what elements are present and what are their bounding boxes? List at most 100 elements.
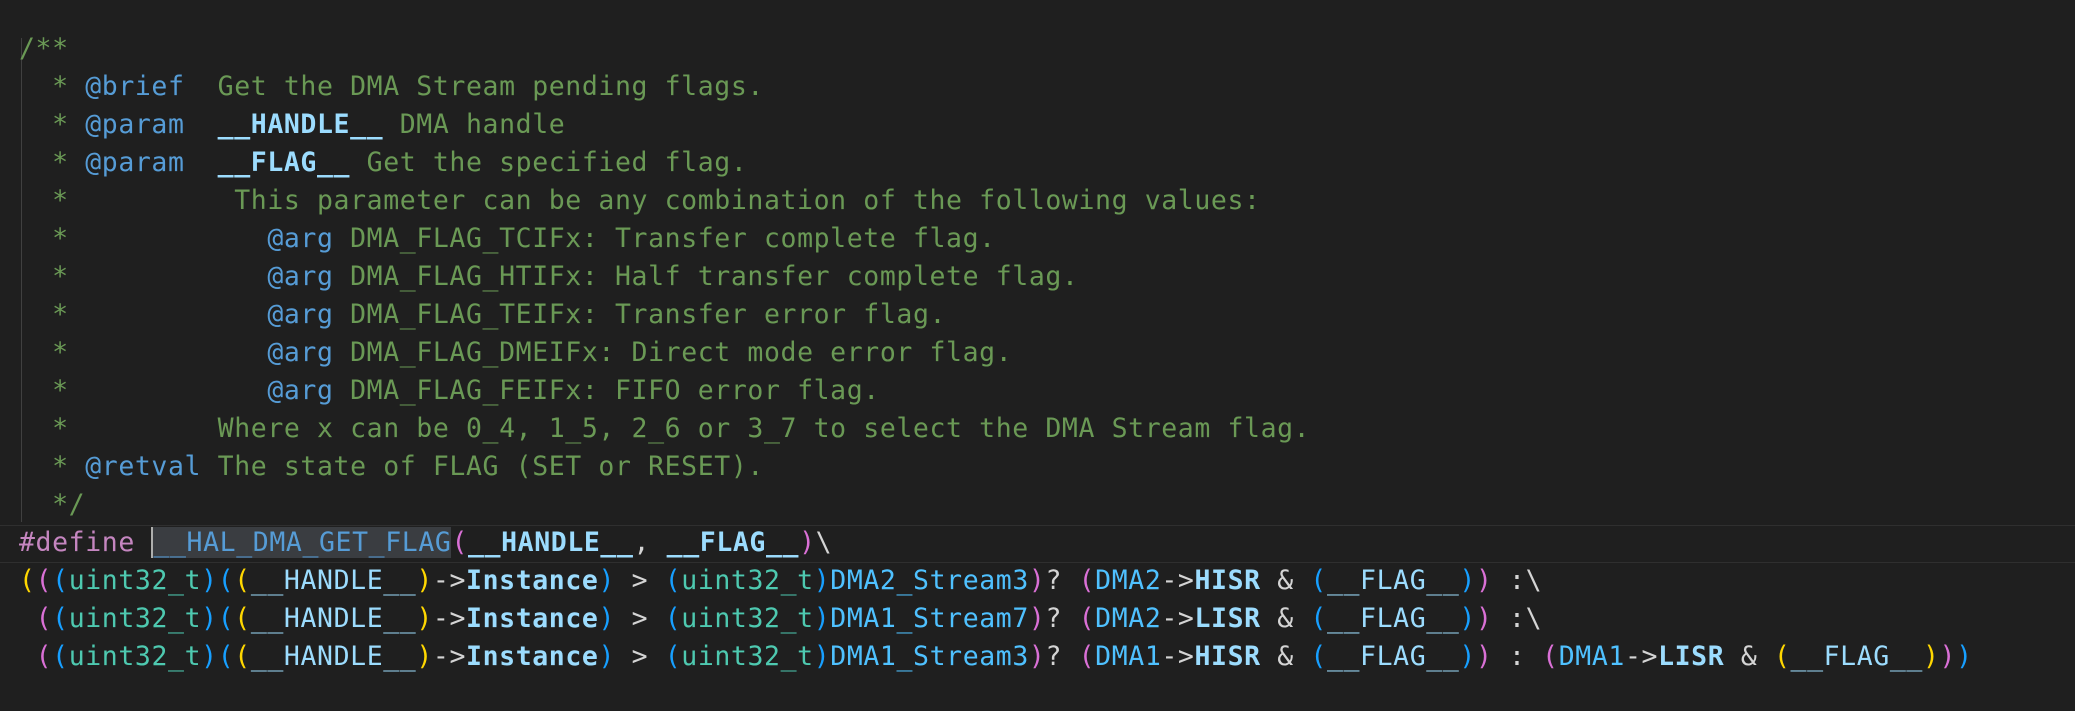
comment-token: DMA_FLAG_DMEIFx: Direct mode error flag. [333,337,1013,368]
code-line[interactable]: * @param __FLAG__ Get the specified flag… [19,144,1973,182]
constant-token: DMA1_Stream3 [830,641,1029,672]
code-line[interactable]: * This parameter can be any combination … [19,182,1973,220]
comment-token: * [19,299,268,330]
code-line[interactable]: #define __HAL_DMA_GET_FLAG(__HANDLE__, _… [19,524,1973,562]
bracket-token: ) [201,603,218,634]
identifier-token: __FLAG__ [1326,603,1460,634]
bracket-token: ) [598,603,616,634]
bracket-token: ( [234,641,251,672]
bracket-token: ) [1922,641,1940,672]
code-line[interactable]: * @retval The state of FLAG (SET or RESE… [19,448,1973,486]
bracket-token: ( [1310,565,1327,596]
operator-token: -> [1161,603,1195,634]
operator-token: \ [815,527,833,558]
operator-token: -> [432,641,467,672]
code-line[interactable]: * @arg DMA_FLAG_FEIFx: FIFO error flag. [19,372,1973,410]
code-line[interactable]: * @arg DMA_FLAG_TCIFx: Transfer complete… [19,220,1973,258]
bracket-token: ) [1028,565,1046,596]
member-token: LISR [1658,641,1725,672]
operator-token: & [1260,603,1311,634]
bracket-token: ) [1028,641,1046,672]
comment-token: */ [19,489,86,520]
bracket-token: ) [1459,603,1476,634]
comment-token: DMA_FLAG_TCIFx: Transfer complete flag. [333,223,996,254]
bracket-token: ) [201,641,218,672]
identifier-token: __FLAG__ [1326,641,1460,672]
type-token: uint32_t [68,603,202,634]
bracket-token: ) [1475,641,1493,672]
code-line[interactable]: * Where x can be 0_4, 1_5, 2_6 or 3_7 to… [19,410,1973,448]
comment-token: DMA handle [383,109,566,140]
operator-token: -> [432,603,467,634]
doc-tag-token: @arg [267,375,334,406]
bracket-token: ( [19,565,36,596]
bracket-token: ) [1956,641,1973,672]
bracket-token: ( [52,641,69,672]
bracket-token: ) [813,641,831,672]
comment-token: * [19,147,86,178]
code-line[interactable]: /** [19,30,1973,68]
code-line[interactable]: * @arg DMA_FLAG_HTIFx: Half transfer com… [19,258,1973,296]
operator-token: :\ [1492,603,1543,634]
comment-token: DMA_FLAG_TEIFx: Transfer error flag. [333,299,947,330]
comment-token: * This parameter can be any combination … [19,185,1261,216]
bracket-token: ( [1310,641,1327,672]
bracket-token: ( [1310,603,1327,634]
operator-token: > [615,565,665,596]
bracket-token: ( [217,641,235,672]
doc-tag-token: @retval [85,451,202,482]
bracket-token: ) [416,565,433,596]
bracket-token: ( [217,565,235,596]
code-line[interactable]: ((uint32_t)((__HANDLE__)->Instance) > (u… [19,600,1973,638]
bracket-token: ) [813,603,831,634]
comment-token: Get the DMA Stream pending flags. [184,71,764,102]
comment-token: DMA_FLAG_HTIFx: Half transfer complete f… [333,261,1079,292]
bracket-token: ( [52,603,69,634]
operator-token: > [615,603,665,634]
comment-token: * [19,375,268,406]
operator-token: :\ [1492,565,1543,596]
code-line[interactable]: * @arg DMA_FLAG_TEIFx: Transfer error fl… [19,296,1973,334]
code-line[interactable]: * @arg DMA_FLAG_DMEIFx: Direct mode erro… [19,334,1973,372]
comment-token: * Where x can be 0_4, 1_5, 2_6 or 3_7 to… [19,413,1311,444]
indent-guide [21,38,22,522]
code-line[interactable]: (((uint32_t)((__HANDLE__)->Instance) > (… [19,562,1973,600]
bracket-token: ) [799,527,816,558]
bracket-token: ( [1078,603,1096,634]
code-line[interactable]: * @brief Get the DMA Stream pending flag… [19,68,1973,106]
doc-tag-token: @brief [85,71,185,102]
bracket-token: ( [234,603,251,634]
code-line[interactable]: ((uint32_t)((__HANDLE__)->Instance) > (u… [19,638,1973,676]
type-token: uint32_t [681,603,814,634]
comment-token: /** [19,33,69,64]
comment-token [185,109,218,140]
comment-token: Get the specified flag. [350,147,748,178]
constant-token: DMA1 [1558,641,1625,672]
type-token: uint32_t [681,565,814,596]
operator-token [19,603,36,634]
operator-token: ? [1045,603,1079,634]
bracket-token: ) [416,603,433,634]
code-line[interactable]: * @param __HANDLE__ DMA handle [19,106,1973,144]
bracket-token: ( [1078,641,1096,672]
operator-token: > [615,641,665,672]
bracket-token: ( [1773,641,1791,672]
comment-token: * [19,451,86,482]
comment-token: * [19,261,268,292]
selected-macro-name: __HAL_DMA_GET_FLAG [151,527,452,558]
code-lines[interactable]: /** * @brief Get the DMA Stream pending … [19,30,1973,676]
parameter-token: __HANDLE__ [468,527,634,558]
identifier-token: __HANDLE__ [250,641,417,672]
bracket-token: ( [234,565,251,596]
comment-token: * [19,109,86,140]
comment-token: * [19,337,268,368]
comment-token: * [19,223,268,254]
bracket-token: ) [813,565,831,596]
bracket-token: ) [1459,641,1476,672]
operator-token: ? [1045,565,1079,596]
operator-token: : [1492,641,1543,672]
doc-tag-token: @param [85,109,185,140]
bracket-token: ( [1078,565,1096,596]
code-line[interactable]: */ [19,486,1973,524]
